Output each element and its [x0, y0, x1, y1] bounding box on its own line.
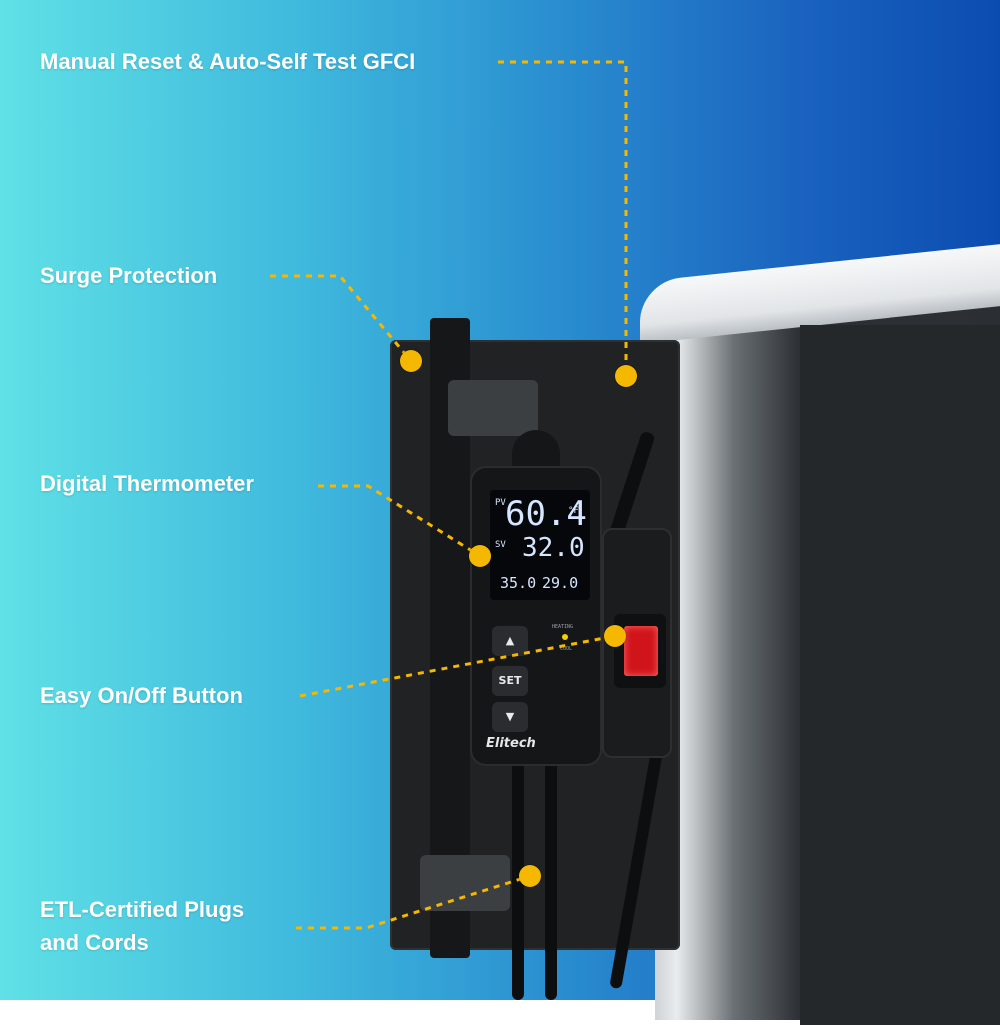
up-button[interactable]: ▲ — [492, 626, 528, 656]
cool-indicator-label: COOL — [560, 646, 573, 652]
sv-reading: 32.0 — [522, 533, 585, 563]
gfci-marker-dot — [615, 365, 637, 387]
brand-logo: Elitech — [486, 736, 536, 751]
high-setpoint: 29.0 — [542, 574, 579, 592]
switch-leader-line — [299, 634, 616, 698]
heating-indicator-label: HEATING — [552, 624, 574, 630]
on-off-button-label: Easy On/Off Button — [40, 683, 243, 708]
pv-tag: PV — [495, 498, 506, 508]
plugs-leader-line — [296, 874, 531, 930]
pv-unit: °F — [568, 506, 579, 516]
tub-side-panel — [800, 325, 1000, 1025]
thermometer-leader-line — [318, 484, 481, 558]
sv-tag: SV — [495, 540, 506, 550]
down-button[interactable]: ▼ — [492, 702, 528, 732]
gfci-label: Manual Reset & Auto-Self Test GFCI — [40, 49, 416, 74]
surge-protection-label: Surge Protection — [40, 263, 218, 288]
plugs-cords-label-line1: ETL-Certified Plugs — [40, 897, 245, 922]
power-switch[interactable] — [624, 626, 658, 676]
plugs-marker-dot — [519, 865, 541, 887]
surge-leader-line — [270, 274, 413, 362]
chevron-down-icon: ▼ — [505, 710, 515, 723]
cable — [545, 760, 557, 1000]
digital-thermometer-label: Digital Thermometer — [40, 471, 254, 496]
lcd-display — [490, 490, 590, 600]
switch-marker-dot — [604, 625, 626, 647]
top-latch — [448, 380, 538, 436]
pv-reading: 60.4 — [505, 494, 587, 534]
chevron-up-icon: ▲ — [505, 634, 515, 647]
bottom-latch — [420, 855, 510, 911]
thermometer-marker-dot — [469, 545, 491, 567]
surge-marker-dot — [400, 350, 422, 372]
heating-led — [562, 634, 568, 640]
plugs-cords-label-line2: and Cords — [40, 930, 149, 955]
low-setpoint: 35.0 — [500, 574, 537, 592]
gfci-leader-line — [498, 60, 628, 376]
set-button[interactable]: SET — [492, 666, 528, 696]
callout-leader-lines — [270, 60, 628, 930]
